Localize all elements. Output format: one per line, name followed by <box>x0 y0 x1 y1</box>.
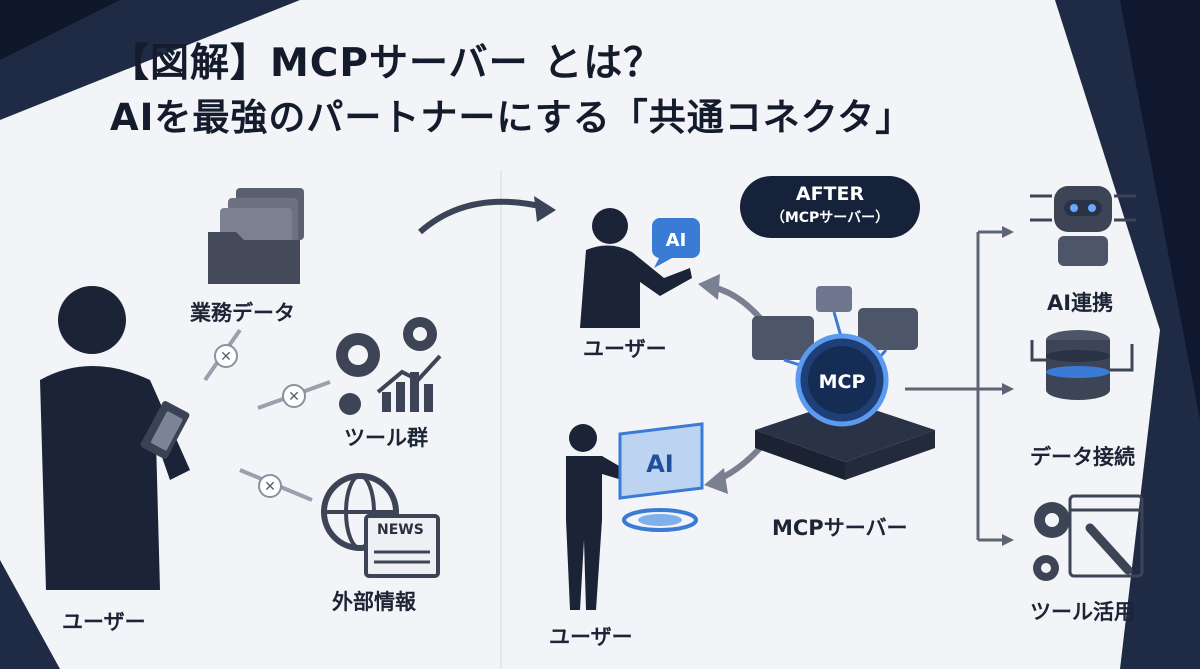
before-user-label: ユーザー <box>62 610 146 634</box>
capability-label-data: データ接続 <box>1030 445 1135 469</box>
transition-arrow-head <box>534 196 556 222</box>
resource-label-business-data: 業務データ <box>190 301 295 325</box>
svg-text:✕: ✕ <box>288 389 300 405</box>
bottom-user-silhouette-icon <box>566 424 626 610</box>
resource-label-tools: ツール群 <box>344 426 428 450</box>
broken-connection-3: ✕ <box>239 468 313 502</box>
database-icon <box>1030 330 1134 400</box>
folder-stack-icon <box>208 188 304 284</box>
mcp-server-label: MCPサーバー <box>772 516 908 540</box>
ai-hologram-screen-icon <box>618 422 704 532</box>
page-title: 【図解】MCPサーバー とは？ AIを最強のパートナーにする「共通コネクタ」 <box>110 38 913 146</box>
mcp-server-icon <box>752 286 935 480</box>
after-badge: AFTER （MCPサーバー） <box>740 176 920 238</box>
mcp-core-text: MCP <box>819 371 866 393</box>
globe-news-icon <box>321 473 440 578</box>
section-divider <box>500 170 502 669</box>
ai-hologram-text: AI <box>646 450 674 478</box>
transition-arrow <box>418 198 549 235</box>
after-badge-subtitle: （MCPサーバー） <box>770 210 890 226</box>
top-user-silhouette-icon <box>580 208 692 328</box>
capability-connectors <box>905 230 1010 542</box>
user-silhouette-icon <box>40 286 190 590</box>
broken-connection-2: ✕ <box>257 380 331 410</box>
svg-text:✕: ✕ <box>264 479 276 495</box>
title-line-1: 【図解】MCPサーバー とは？ <box>110 41 664 86</box>
broken-connection-1: ✕ <box>203 328 242 382</box>
after-bottom-user-label: ユーザー <box>549 625 633 649</box>
capability-label-ai: AI連携 <box>1047 291 1114 315</box>
svg-text:✕: ✕ <box>220 349 232 365</box>
after-top-user-label: ユーザー <box>583 337 667 361</box>
ai-chat-bubble-icon <box>652 218 700 268</box>
capability-label-tools: ツール活用 <box>1030 600 1135 624</box>
news-text: NEWS <box>377 522 424 538</box>
robot-icon <box>1030 186 1136 266</box>
resource-label-external-info: 外部情報 <box>332 590 416 614</box>
gears-chart-icon <box>336 317 442 415</box>
title-line-2: AIを最強のパートナーにする「共通コネクタ」 <box>110 96 914 139</box>
ai-chat-bubble-text: AI <box>666 230 687 251</box>
after-badge-title: AFTER <box>795 183 865 205</box>
settings-wrench-icon <box>1033 494 1144 581</box>
